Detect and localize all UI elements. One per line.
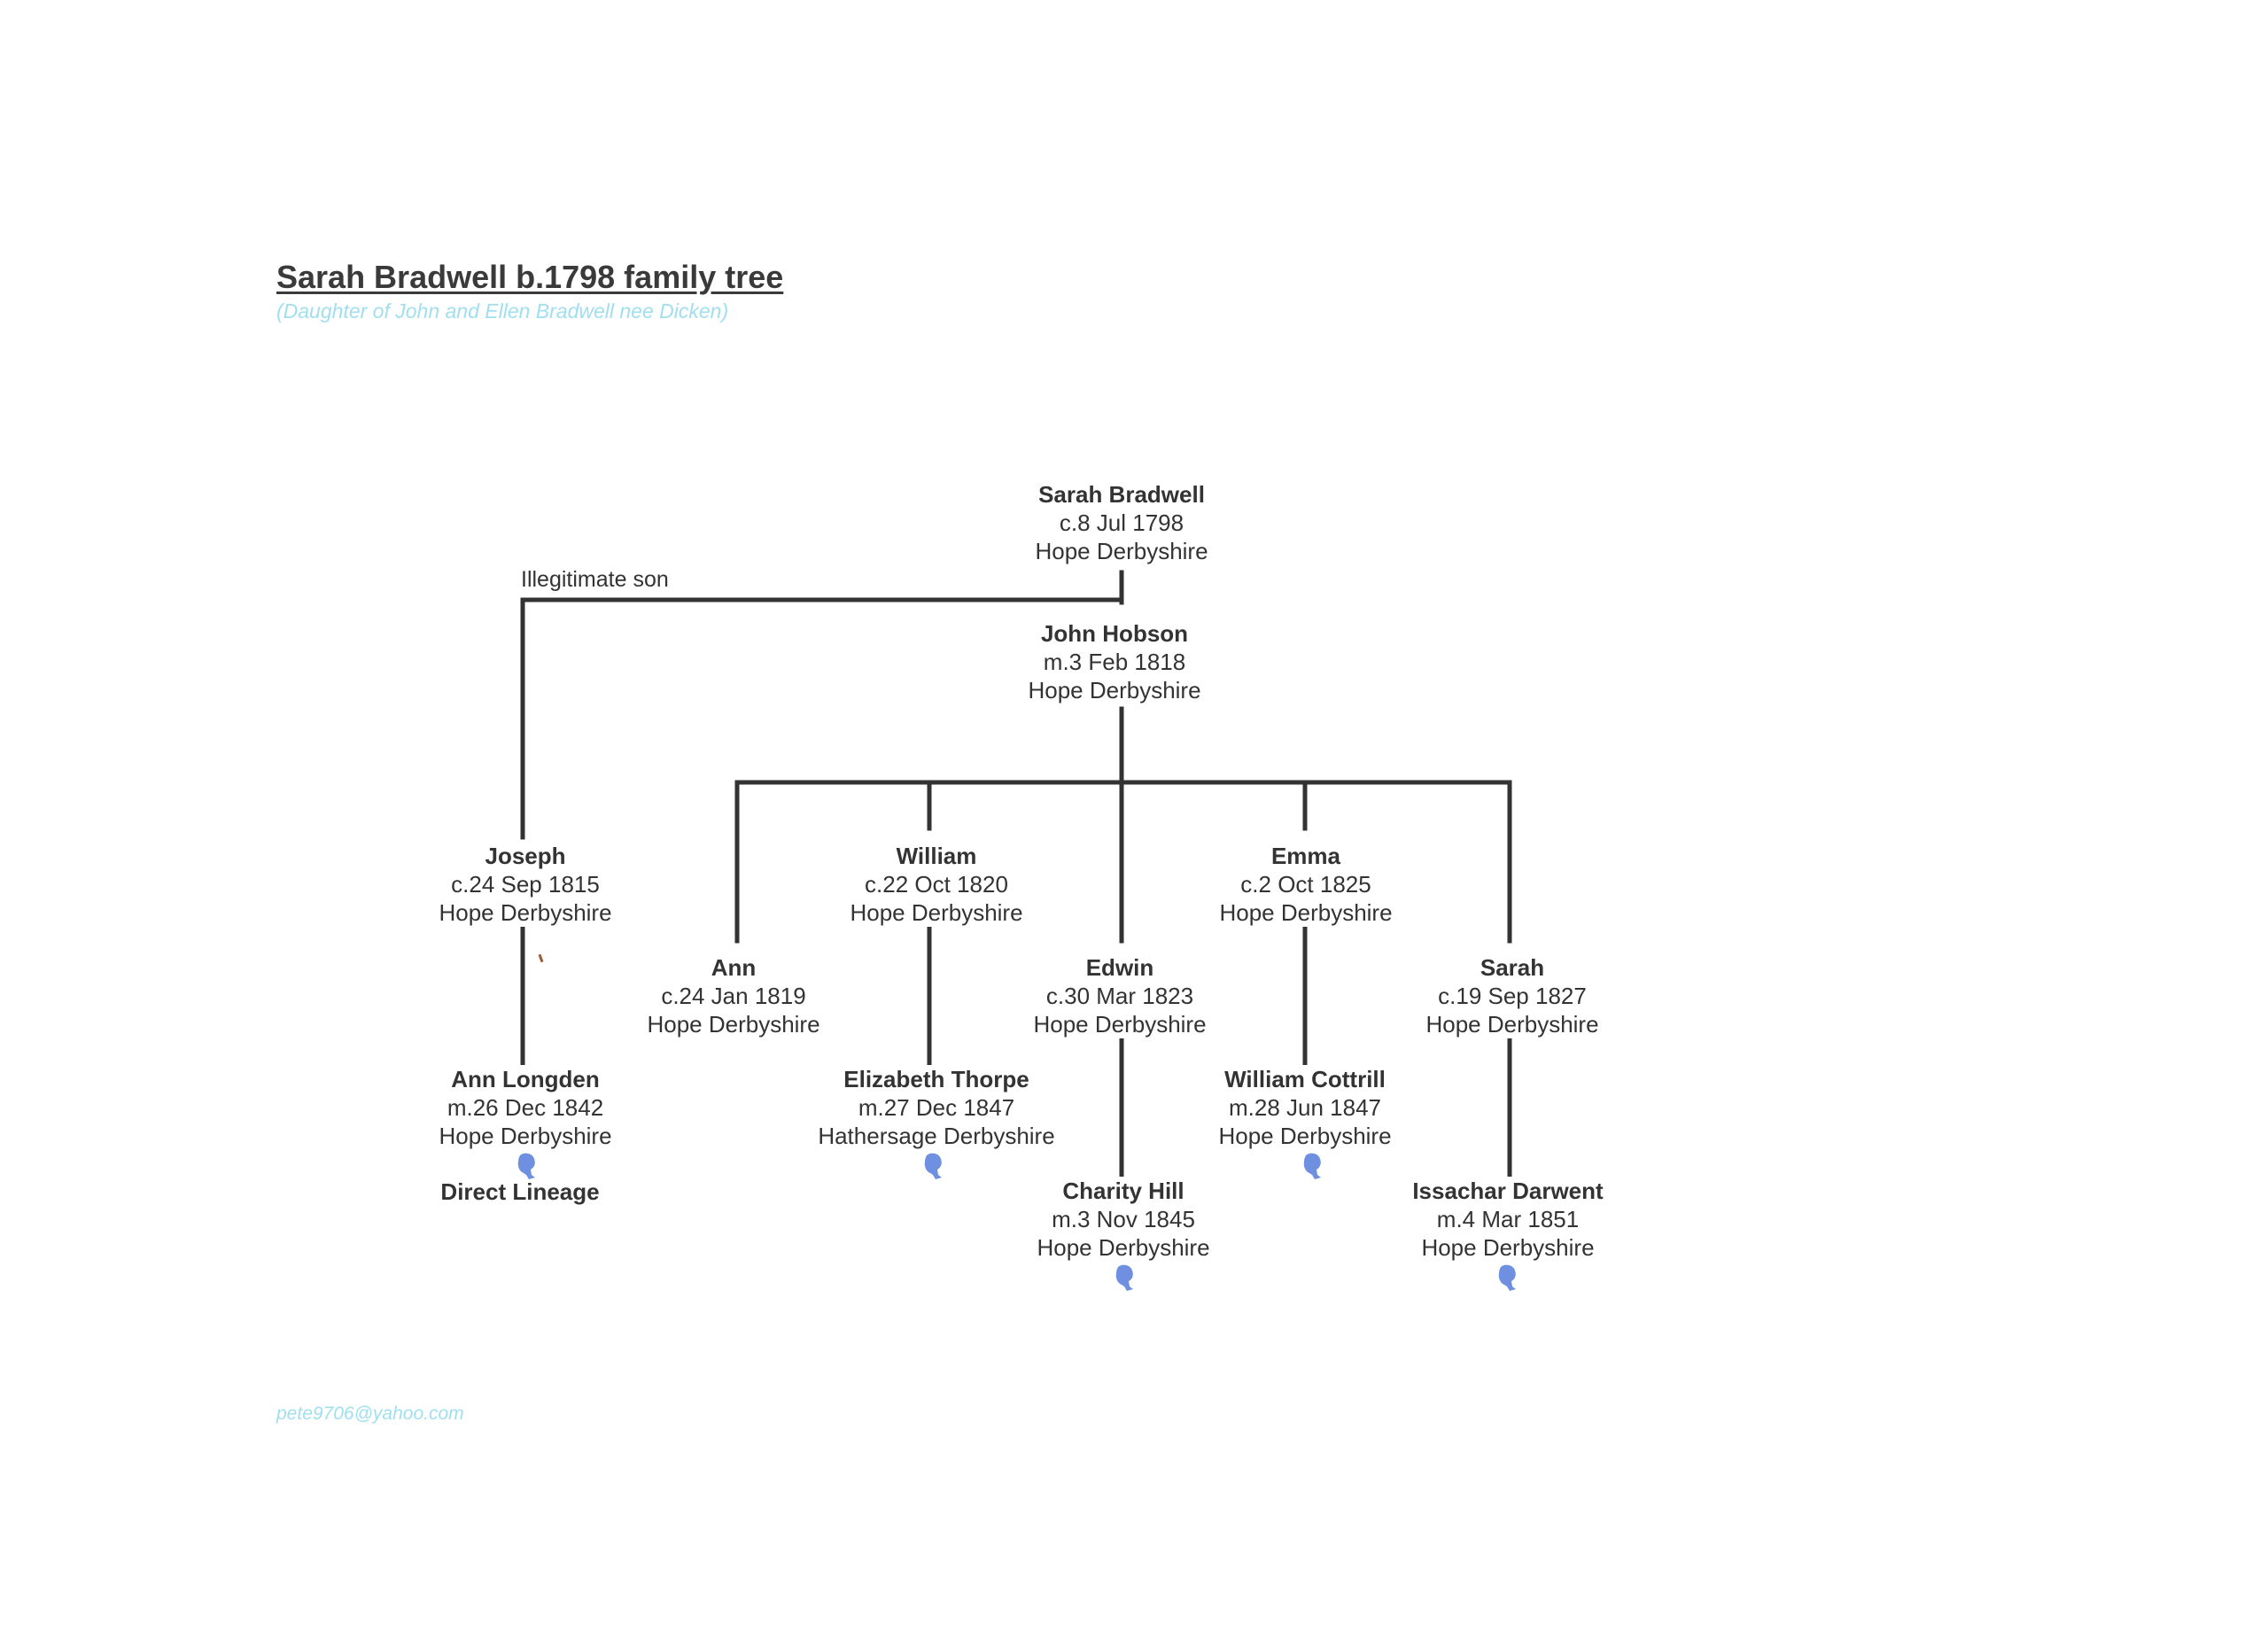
footer-email: pete9706@yahoo.com [276,1403,464,1424]
person-event: c.8 Jul 1798 [1059,509,1184,536]
person-place: Hope Derbyshire [1035,538,1208,564]
person-event: m.26 Dec 1842 [447,1094,604,1121]
person-event: m.3 Feb 1818 [1043,649,1186,675]
person-sarah: Sarah c.19 Sep 1827 Hope Derbyshire [1422,953,1603,1038]
person-place: Hope Derbyshire [1218,1123,1392,1149]
person-name: Sarah Bradwell [1038,481,1205,508]
direct-lineage-label: Direct Lineage [440,1178,600,1205]
person-william-cottrill: William Cottrill m.28 Jun 1847 Hope Derb… [1215,1065,1395,1150]
person-charity-hill: Charity Hill m.3 Nov 1845 Hope Derbyshir… [1033,1177,1214,1262]
person-william: William c.22 Oct 1820 Hope Derbyshire [846,842,1027,927]
person-place: Hope Derbyshire [1425,1011,1599,1038]
person-event: c.24 Sep 1815 [451,871,600,898]
person-place: Hathersage Derbyshire [818,1123,1055,1149]
person-silhouette-icon [1303,1153,1321,1179]
page-title: Sarah Bradwell b.1798 family tree [276,259,784,295]
person-name: Joseph [485,843,566,869]
illegitimate-son-label: Illegitimate son [521,567,669,592]
person-place: Hope Derbyshire [439,1123,612,1149]
person-name: Charity Hill [1062,1178,1184,1204]
person-place: Hope Derbyshire [850,899,1023,926]
person-place: Hope Derbyshire [439,899,612,926]
person-name: Emma [1270,843,1341,869]
person-event: m.3 Nov 1845 [1052,1206,1195,1232]
person-place: Hope Derbyshire [1421,1234,1595,1261]
person-elizabeth-thorpe: Elizabeth Thorpe m.27 Dec 1847 Hathersag… [814,1065,1059,1150]
person-name: Edwin [1085,954,1154,981]
person-name: Ann Longden [451,1066,600,1092]
person-place: Hope Derbyshire [1219,899,1393,926]
person-name: Ann [711,954,757,981]
person-event: m.28 Jun 1847 [1228,1094,1381,1121]
person-joseph: Joseph c.24 Sep 1815 Hope Derbyshire [435,842,616,927]
person-issachar-darwent: Issachar Darwent m.4 Mar 1851 Hope Derby… [1409,1177,1607,1262]
person-place: Hope Derbyshire [1033,1011,1207,1038]
person-event: c.24 Jan 1819 [661,983,806,1009]
person-edwin: Edwin c.30 Mar 1823 Hope Derbyshire [1029,953,1210,1038]
person-john-hobson: John Hobson m.3 Feb 1818 Hope Derbyshire [1024,619,1205,704]
person-event: c.30 Mar 1823 [1045,983,1194,1009]
person-place: Hope Derbyshire [1028,677,1201,704]
person-name: Sarah [1480,954,1545,981]
person-ann: Ann c.24 Jan 1819 Hope Derbyshire [643,953,824,1038]
page-subtitle: (Daughter of John and Ellen Bradwell nee… [276,299,729,323]
person-name: John Hobson [1040,620,1189,647]
person-name: Elizabeth Thorpe [843,1066,1029,1092]
person-silhouette-icon [1115,1264,1133,1291]
person-sarah-bradwell: Sarah Bradwell c.8 Jul 1798 Hope Derbysh… [1031,480,1212,565]
person-name: Issachar Darwent [1412,1178,1604,1204]
person-silhouette-icon [1498,1264,1516,1291]
person-name: William Cottrill [1224,1066,1386,1092]
person-event: c.2 Oct 1825 [1240,871,1371,898]
person-silhouette-icon [924,1153,942,1179]
person-event: c.19 Sep 1827 [1438,983,1587,1009]
person-emma: Emma c.2 Oct 1825 Hope Derbyshire [1216,842,1396,927]
person-event: c.22 Oct 1820 [865,871,1008,898]
person-event: m.27 Dec 1847 [858,1094,1015,1121]
person-place: Hope Derbyshire [1037,1234,1210,1261]
person-event: m.4 Mar 1851 [1436,1206,1580,1232]
person-place: Hope Derbyshire [647,1011,820,1038]
person-silhouette-icon [517,1153,535,1179]
person-ann-longden: Ann Longden m.26 Dec 1842 Hope Derbyshir… [435,1065,616,1150]
person-name: William [896,843,977,869]
